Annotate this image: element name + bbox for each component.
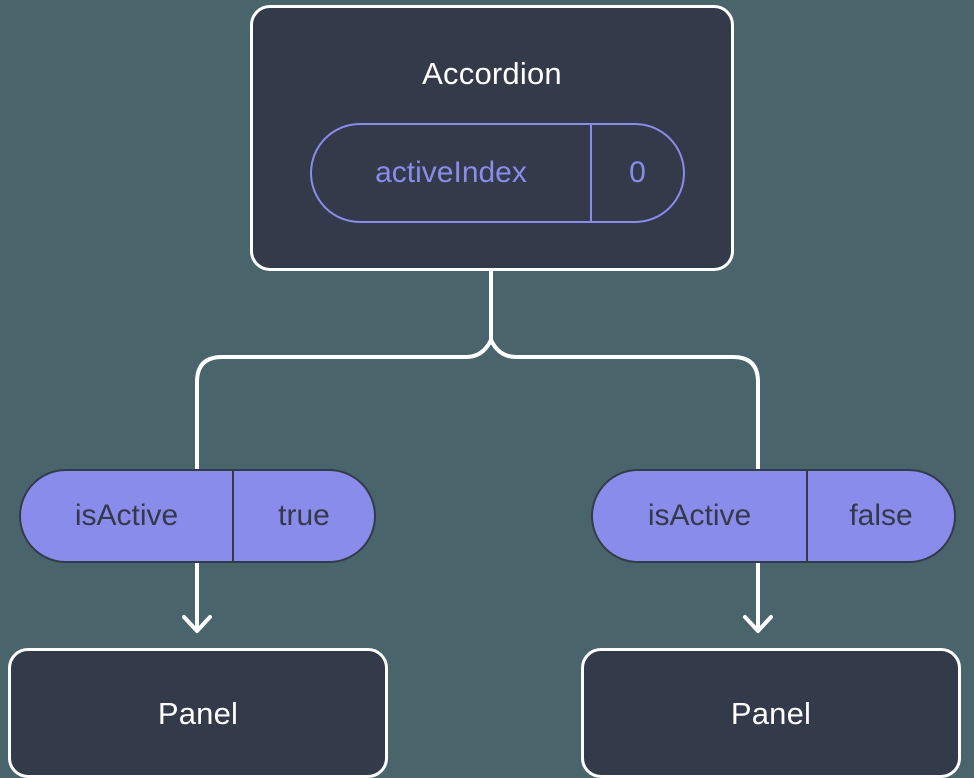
prop-key-active-index: activeIndex xyxy=(375,156,527,189)
panel-component-card-right[interactable]: Panel xyxy=(581,648,961,778)
panel-title-left: Panel xyxy=(157,695,239,731)
prop-value-is-active-right: false xyxy=(849,499,913,532)
prop-pill-divider-left xyxy=(232,471,234,561)
panel-title-right: Panel xyxy=(730,695,812,731)
prop-value-is-active-left: true xyxy=(278,499,330,532)
prop-pill-is-active-false[interactable]: isActive false xyxy=(591,469,956,563)
prop-pill-is-active-true[interactable]: isActive true xyxy=(19,469,376,563)
wire-branch-bus xyxy=(195,338,760,471)
wire-arrow-left-head xyxy=(182,615,212,633)
accordion-component-card[interactable]: Accordion activeIndex 0 xyxy=(250,5,734,271)
prop-key-is-active-left: isActive xyxy=(74,499,179,532)
prop-key-is-active-right: isActive xyxy=(647,499,752,532)
prop-value-active-index: 0 xyxy=(629,156,646,189)
prop-badge-divider xyxy=(590,125,592,221)
prop-badge-active-index[interactable]: activeIndex 0 xyxy=(310,123,685,223)
accordion-title: Accordion xyxy=(422,56,562,91)
wire-arrow-right-head xyxy=(743,615,773,633)
prop-pill-divider-right xyxy=(806,471,808,561)
panel-component-card-left[interactable]: Panel xyxy=(8,648,388,778)
